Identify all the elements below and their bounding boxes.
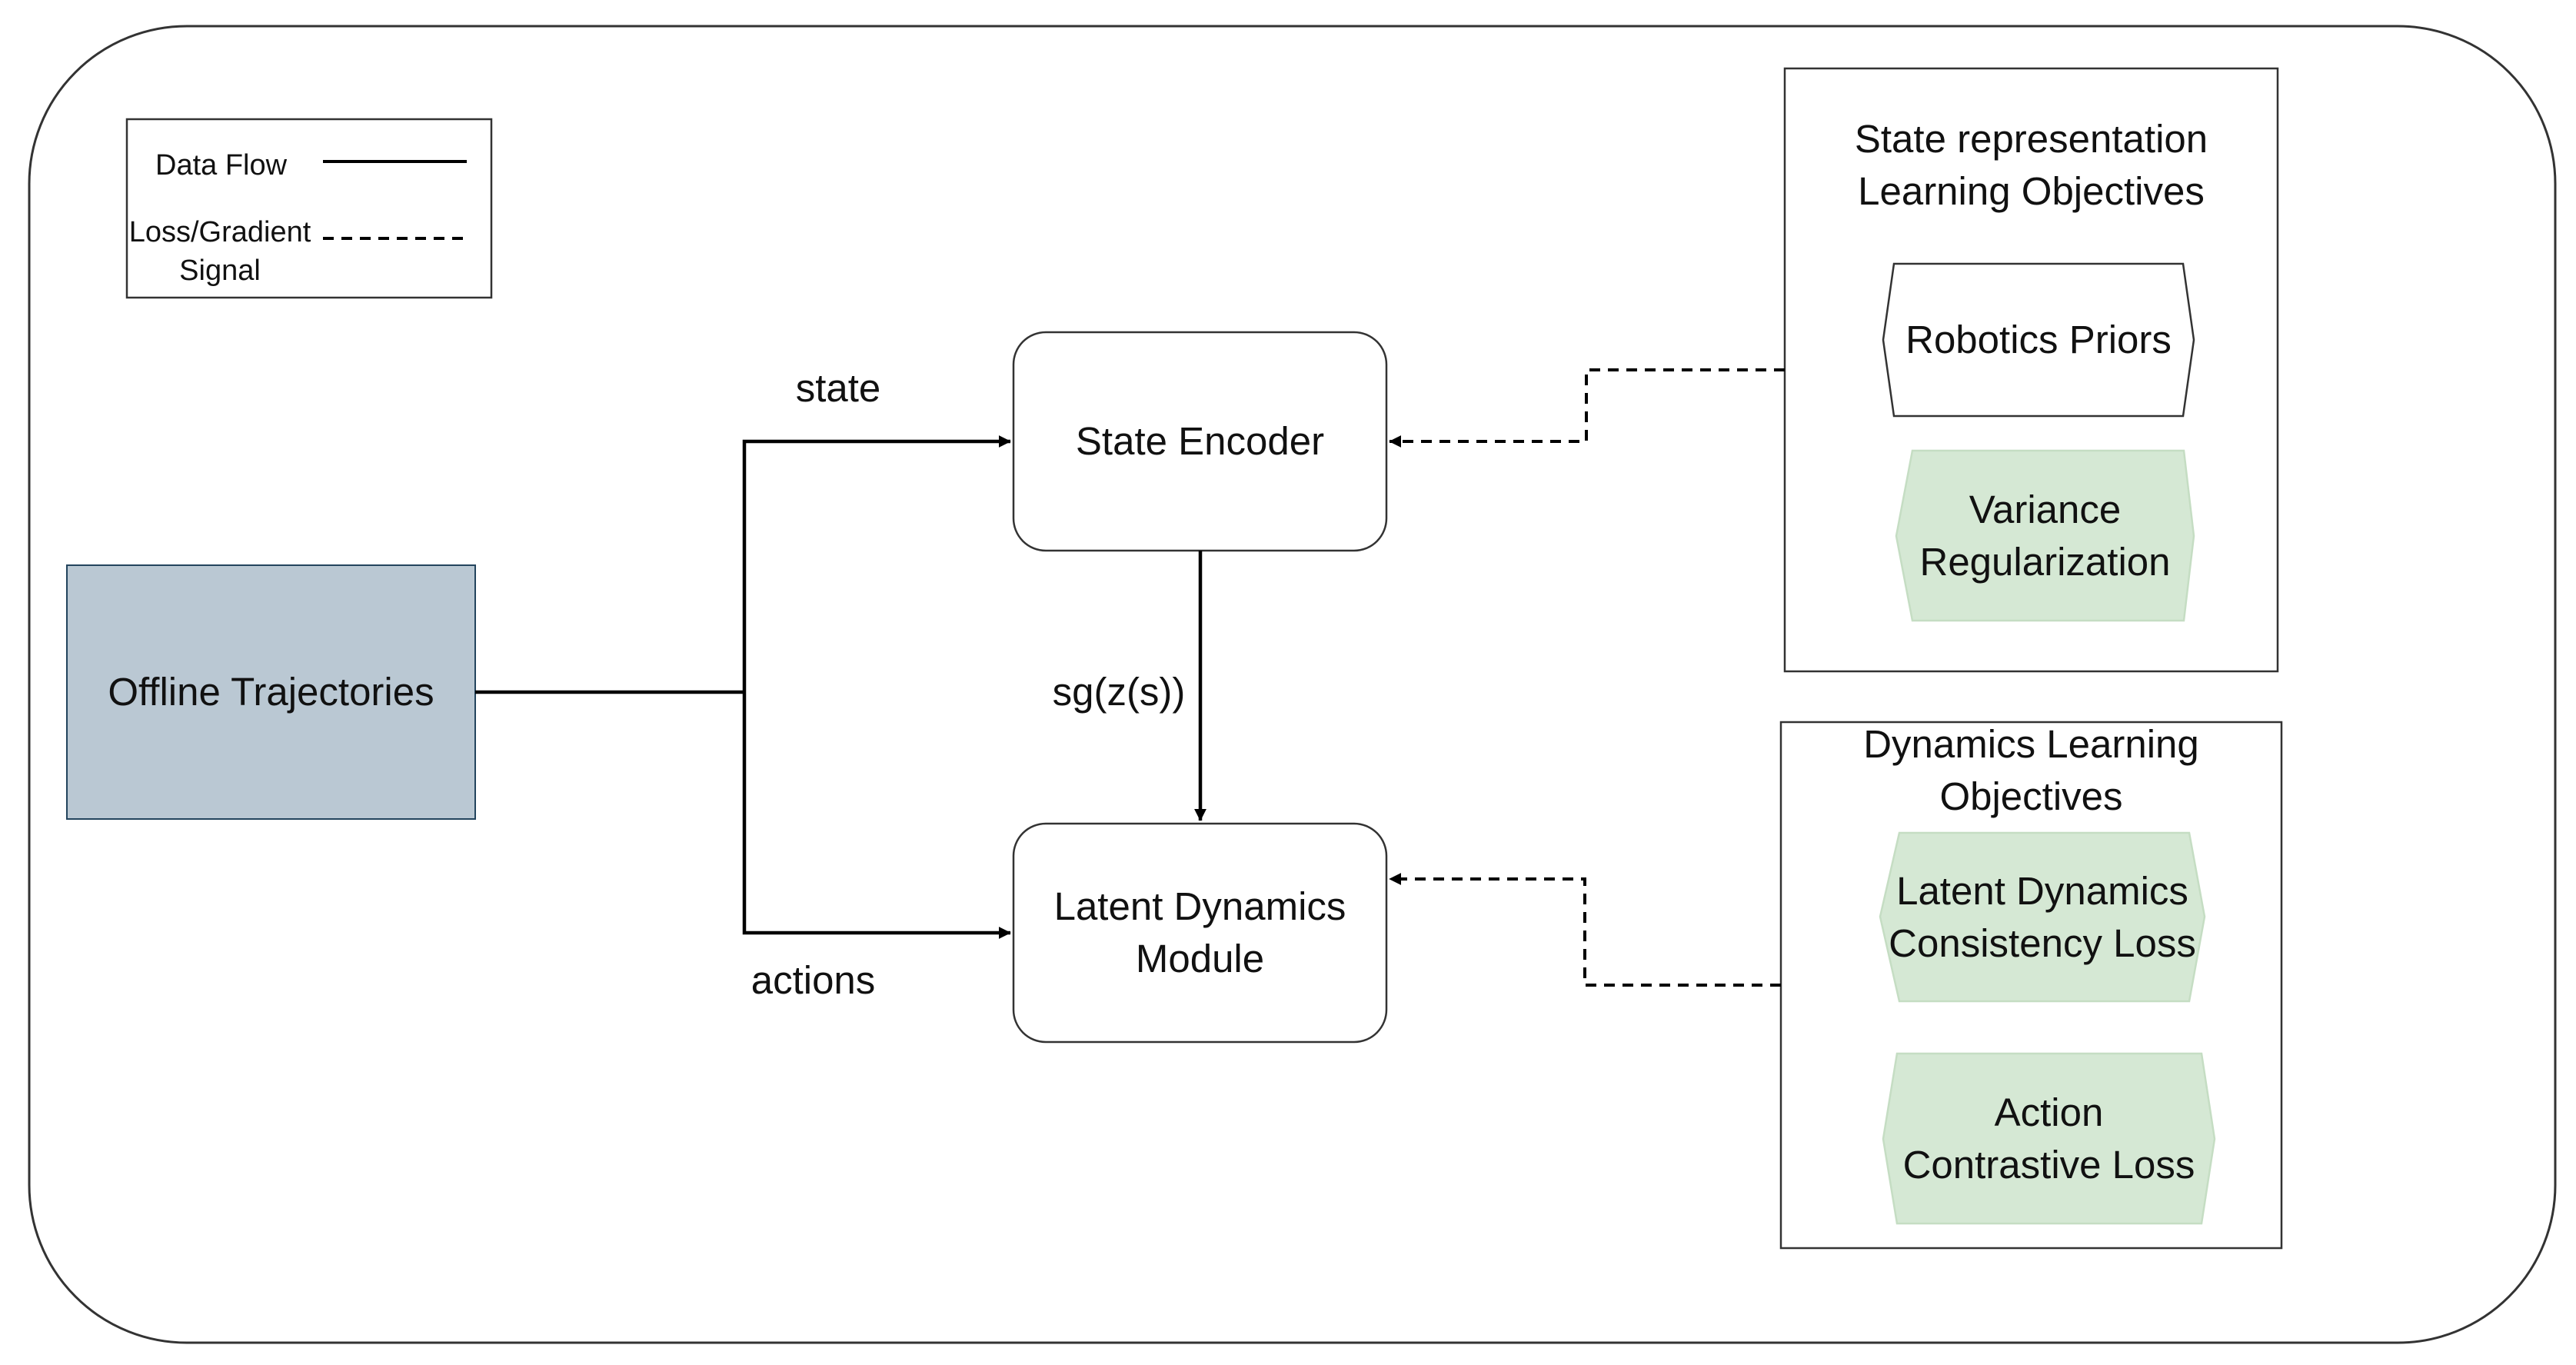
contrastive-loss-shape [1882, 1052, 2216, 1225]
consistency-loss-shape [1879, 831, 2206, 1003]
contrastive-loss-label: Action Contrastive Loss [1902, 1090, 2195, 1187]
latent-dynamics-module-box [1012, 822, 1388, 1044]
legend-box [125, 118, 493, 299]
edge-label-actions: actions [751, 958, 876, 1003]
consistency-loss-label: Latent Dynamics Consistency Loss [1889, 868, 2196, 965]
flow-state-edge [742, 435, 1011, 692]
variance-regularization-label: Variance Regularization [1919, 487, 2171, 584]
flow-actions-edge [742, 692, 1011, 939]
legend-loss-signal-label: Loss/Gradient Signal [128, 215, 311, 287]
robotics-priors-shape [1882, 262, 2195, 418]
state-objectives-title: State representation Learning Objectives [1854, 117, 2208, 213]
legend-data-flow-label: Data Flow [155, 148, 288, 181]
edge-label-state: state [795, 366, 881, 411]
edge-label-stop-gradient: sg(z(s)) [1052, 670, 1186, 714]
offline-trajectories-label: Offline Trajectories [108, 670, 434, 714]
dynamics-objectives-title: Dynamics Learning Objectives [1863, 722, 2199, 818]
robotics-priors-label: Robotics Priors [1905, 318, 2172, 362]
latent-dynamics-module-label: Latent Dynamics Module [1053, 884, 1346, 980]
variance-regularization-shape [1895, 449, 2195, 622]
loss-signal-to-encoder [1389, 368, 1785, 448]
loss-signal-to-dynamics [1389, 873, 1781, 987]
state-encoder-label: State Encoder [1075, 419, 1325, 464]
